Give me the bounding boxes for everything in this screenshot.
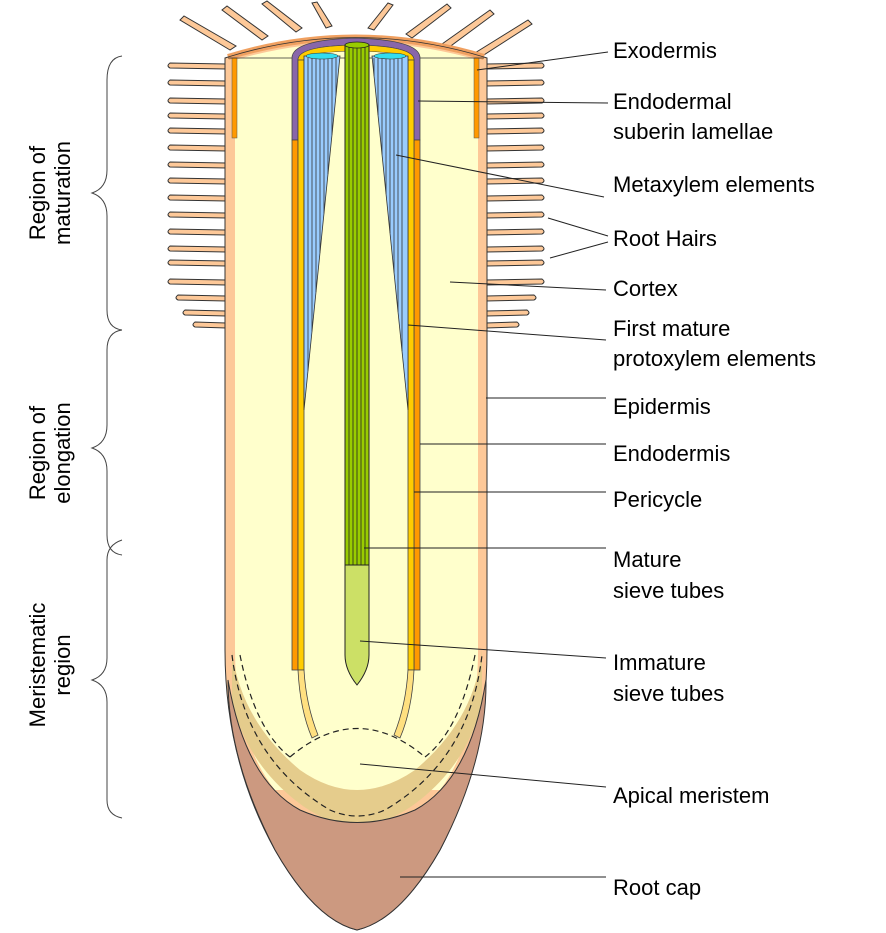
metaxylem-right xyxy=(371,52,409,411)
root-hair xyxy=(485,194,545,202)
root-hair xyxy=(167,259,227,267)
region-meristematic-line2: region xyxy=(50,634,75,695)
root-hair xyxy=(485,97,545,105)
region-label-meristematic: Meristematic region xyxy=(25,603,75,728)
root-hair xyxy=(167,177,227,185)
right-root-hairs xyxy=(485,62,545,329)
label-first-mature-line1: First mature xyxy=(613,316,730,341)
region-maturation-line1: Region of xyxy=(25,145,50,240)
region-elongation-line2: elongation xyxy=(50,402,75,504)
root-hair xyxy=(485,278,545,286)
label-exodermis: Exodermis xyxy=(613,38,717,63)
region-label-maturation: Region of maturation xyxy=(25,141,75,245)
pericycle-right xyxy=(407,59,415,671)
root-hair xyxy=(485,62,545,70)
root-hair xyxy=(167,97,227,105)
label-root-hairs: Root Hairs xyxy=(613,226,717,251)
immature-pericycle-right xyxy=(393,669,415,739)
left-root-hairs xyxy=(167,62,227,329)
root-hair xyxy=(485,144,545,152)
label-endodermal-suberin-line2: suberin lamellae xyxy=(613,119,773,144)
root-hair xyxy=(167,112,227,120)
root-cap xyxy=(227,679,487,931)
root-hair xyxy=(167,144,227,152)
label-endodermis: Endodermis xyxy=(613,441,730,466)
endodermis-left xyxy=(291,139,299,671)
region-elongation-line1: Region of xyxy=(25,405,50,500)
label-first-mature-line2: protoxylem elements xyxy=(613,346,816,371)
root-hair xyxy=(485,321,520,329)
label-cortex: Cortex xyxy=(613,276,678,301)
root-hair xyxy=(167,79,227,87)
root-hair xyxy=(485,161,545,169)
label-immature-sieve-line2: sieve tubes xyxy=(613,681,724,706)
root-hair xyxy=(167,228,227,236)
label-metaxylem: Metaxylem elements xyxy=(613,172,815,197)
mature-sieve-tubes xyxy=(344,41,370,566)
region-label-elongation: Region of elongation xyxy=(25,402,75,504)
root-hair xyxy=(485,228,545,236)
cap-boundary xyxy=(231,654,483,817)
root-hair xyxy=(485,127,545,135)
root-hair xyxy=(182,309,227,317)
root-hair xyxy=(485,245,545,253)
label-mature-sieve-line2: sieve tubes xyxy=(613,578,724,603)
root-hair xyxy=(167,245,227,253)
root-hair xyxy=(167,278,227,286)
region-maturation-line2: maturation xyxy=(50,141,75,245)
root-hair xyxy=(485,112,545,120)
root-hair xyxy=(167,211,227,219)
root-hair xyxy=(485,211,545,219)
label-epidermis: Epidermis xyxy=(613,394,711,419)
label-endodermal-suberin-line1: Endodermal xyxy=(613,89,732,114)
metaxylem-left xyxy=(303,52,341,411)
region-brackets xyxy=(90,55,123,819)
immature-sieve-tubes xyxy=(344,564,370,686)
meristem-boundary xyxy=(289,728,426,758)
root-hair xyxy=(485,294,537,302)
root-hair xyxy=(175,294,227,302)
label-apical-meristem: Apical meristem xyxy=(613,783,769,808)
meristem-zone xyxy=(232,650,482,825)
root-hair xyxy=(167,161,227,169)
pericycle-left xyxy=(297,59,305,671)
root-hair xyxy=(485,177,545,185)
label-pericycle: Pericycle xyxy=(613,487,702,512)
leader-lines xyxy=(359,51,609,878)
root-hair xyxy=(485,309,530,317)
endodermis-right xyxy=(413,139,421,671)
exodermis-left xyxy=(231,57,238,139)
root-hair xyxy=(485,79,545,87)
region-meristematic-line1: Meristematic xyxy=(25,603,50,728)
root-hair xyxy=(192,321,227,329)
label-immature-sieve-line1: Immature xyxy=(613,650,706,675)
root-hair xyxy=(167,127,227,135)
root-hair xyxy=(167,62,227,70)
root-hair xyxy=(485,259,545,267)
root-hair xyxy=(167,194,227,202)
immature-pericycle-left xyxy=(297,669,319,739)
label-mature-sieve-line1: Mature xyxy=(613,547,681,572)
label-root-cap: Root cap xyxy=(613,875,701,900)
